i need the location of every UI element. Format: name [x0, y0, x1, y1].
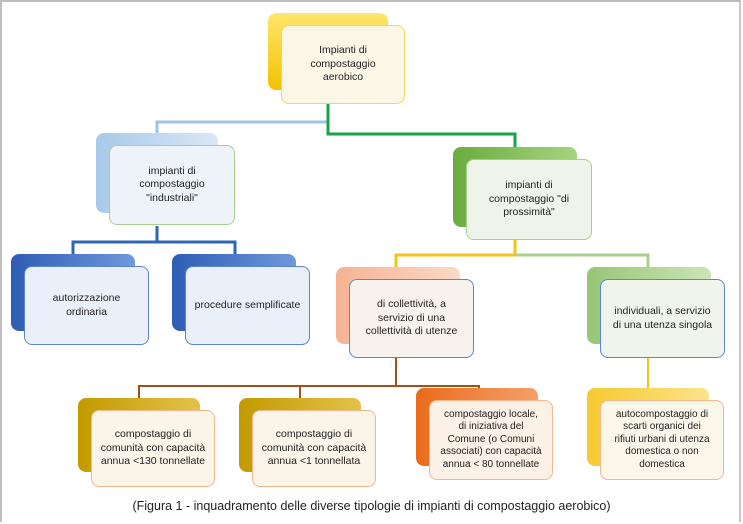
node-simplified-box: procedure semplificate	[185, 266, 310, 345]
link-industrial-ordinary	[71, 226, 159, 256]
link-collective-local	[396, 385, 480, 388]
node-simplified-label: procedure semplificate	[194, 298, 301, 311]
link-root-industrial	[155, 103, 330, 134]
figure-caption: (Figura 1 - inquadramento delle diverse …	[132, 499, 611, 513]
link-industrial-simplified	[157, 240, 237, 256]
link-proximity-collective	[394, 230, 517, 268]
link-collective-community130	[138, 357, 397, 398]
link-root-proximity	[326, 103, 517, 147]
link-proximity-individual	[515, 253, 650, 268]
